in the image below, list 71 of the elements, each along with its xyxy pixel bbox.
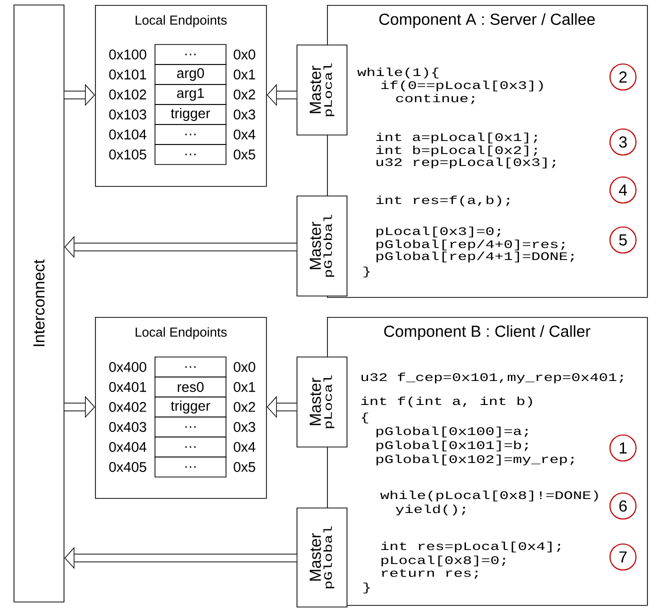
address-label: 0x400 [109,362,146,372]
endpoint-cell: … [154,356,226,378]
code-line: u32 rep=pLocal[0x3]; [376,158,556,168]
code-line: pLocal[0x3]=0; [376,226,500,238]
address-label: 0x100 [109,50,146,60]
endpoint-cell: … [154,124,226,145]
code-line: } [363,266,370,278]
code-line: continue; [396,94,474,104]
code-line: yield(); [396,504,466,516]
address-label: 0x2 [234,402,256,412]
address-label: 0x3 [234,110,256,120]
address-label: 0x4 [234,130,256,140]
master-port-box: Master pLocal [296,44,348,136]
endpoint-cell: arg0 [154,64,226,85]
interconnect-bar: Interconnect [14,4,64,602]
code-line: while(1){ [357,68,439,78]
code-line: } [363,582,370,594]
code-line: pGlobal[rep/4+1]=DONE; [376,252,574,262]
address-label: 0x4 [234,442,256,452]
code-line: pGlobal[0x101]=b; [376,440,528,452]
address-label: 0x102 [109,90,146,100]
code-line: int b=pLocal[0x2]; [376,146,538,156]
endpoint-cell: trigger [154,396,226,418]
address-label: 0x103 [109,110,146,120]
address-label: 0x1 [234,382,256,392]
master-port-box: Master pGlobal [296,508,348,608]
code-line: int a=pLocal[0x1]; [376,132,538,144]
code-line: int res=pLocal[0x4]; [381,542,560,552]
code-line: while(pLocal[0x8]!=DONE) [380,490,598,502]
address-label: 0x403 [109,422,146,432]
code-line: pGlobal[0x100]=a; [376,426,528,438]
address-label: 0x401 [109,382,146,392]
address-label: 0x402 [109,402,146,412]
code-line: pLocal[0x8]=0; [382,556,506,566]
address-label: 0x0 [234,50,256,60]
step-number: 3 [609,128,637,156]
address-label: 0x104 [109,130,146,140]
endpoint-cell: … [154,44,226,65]
address-label: 0x2 [234,90,256,100]
step-number: 6 [609,492,637,520]
address-label: 0x3 [234,422,256,432]
endpoint-cell: trigger [154,104,226,125]
step-number: 7 [609,543,637,571]
master-port-box: Master pGlobal [296,196,348,296]
code-line: return res; [382,569,478,579]
address-label: 0x1 [234,70,256,80]
address-label: 0x5 [234,462,256,472]
address-label: 0x105 [109,150,146,160]
step-number: 5 [609,226,637,254]
endpoint-cell: res0 [154,376,226,398]
step-number: 1 [609,434,637,462]
code-line: pGlobal[0x102]=my_rep; [376,454,574,466]
code-line: { [362,412,368,424]
endpoint-cell: arg1 [154,84,226,105]
code-line: u32 f_cep=0x101,my_rep=0x401; [362,372,624,384]
endpoint-cell: … [154,144,226,165]
endpoint-cell: … [154,436,226,458]
address-label: 0x101 [109,70,146,80]
address-label: 0x0 [234,362,256,372]
endpoint-cell: … [154,456,226,478]
code-line: int res=f(a,b); [376,196,510,206]
step-number: 2 [609,63,637,91]
code-line: int f(int a, int b) [361,396,532,408]
address-label: 0x5 [234,150,256,160]
step-number: 4 [609,176,637,204]
master-port-box: Master pLocal [296,356,348,448]
code-line: if(0==pLocal[0x3]) [381,80,543,92]
endpoint-cell: … [154,416,226,438]
address-label: 0x405 [109,462,146,472]
code-line: pGlobal[rep/4+0]=res; [376,240,565,250]
address-label: 0x404 [109,442,146,452]
